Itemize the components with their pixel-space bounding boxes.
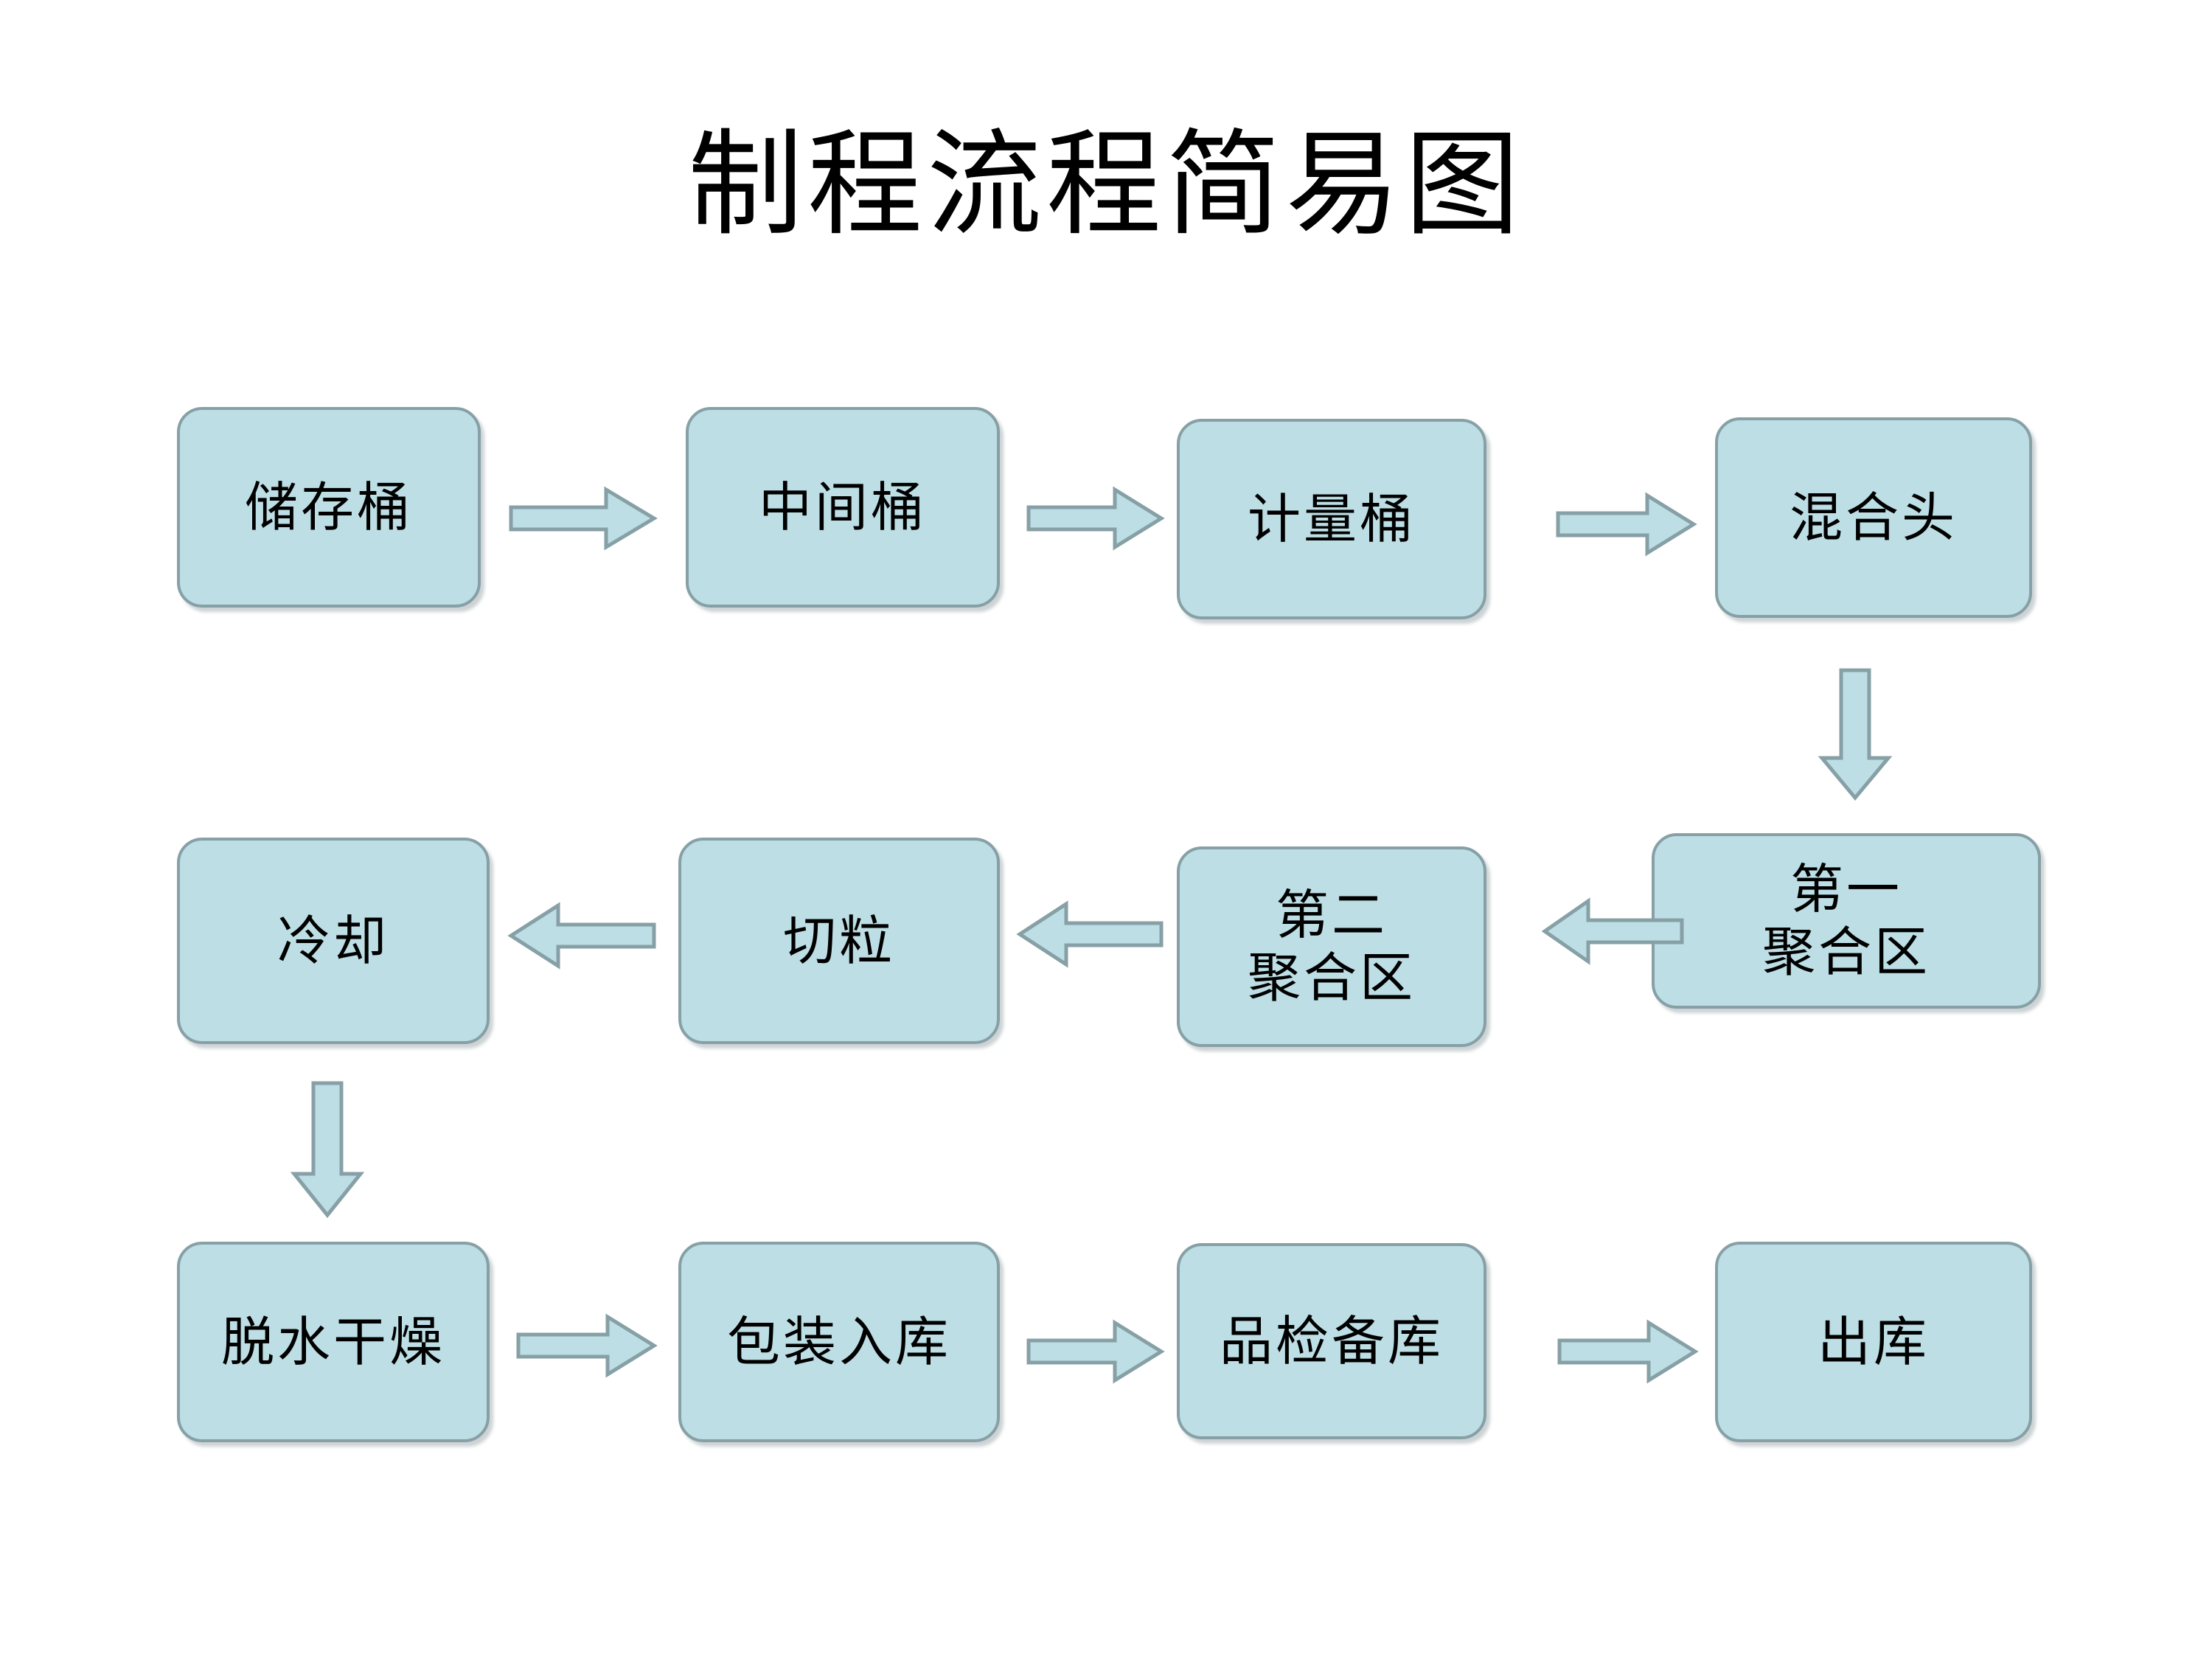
arrow-right-n3-n4 — [1556, 492, 1697, 557]
node-label: 出库 — [1817, 1310, 1930, 1373]
node-intermediate-tank[interactable]: 中间桶 — [686, 407, 1000, 608]
node-label: 第二 聚合区 — [1247, 884, 1416, 1009]
node-label: 储存桶 — [244, 476, 413, 538]
arrow-left-n7-n8 — [507, 902, 656, 970]
node-label: 冷却 — [276, 909, 389, 972]
node-label: 包装入库 — [726, 1310, 951, 1373]
node-label: 品检备库 — [1219, 1310, 1444, 1372]
node-quality-inspection-stock[interactable]: 品检备库 — [1177, 1243, 1486, 1439]
arrow-down-n4-n5 — [1818, 668, 1893, 801]
arrow-down-n8-n9 — [290, 1081, 365, 1218]
node-packaging-warehousing[interactable]: 包装入库 — [678, 1242, 1000, 1442]
node-label: 脱水干燥 — [220, 1310, 445, 1373]
node-second-polymerization-zone[interactable]: 第二 聚合区 — [1177, 846, 1486, 1047]
arrow-left-n6-n7 — [1016, 900, 1164, 968]
arrow-right-n9-n10 — [516, 1313, 658, 1378]
node-outbound[interactable]: 出库 — [1715, 1242, 2032, 1442]
node-metering-tank[interactable]: 计量桶 — [1177, 419, 1486, 619]
node-first-polymerization-zone[interactable]: 第一 聚合区 — [1652, 833, 2041, 1009]
node-label: 切粒 — [782, 909, 895, 972]
node-label: 中间桶 — [758, 476, 927, 538]
arrow-right-n2-n3 — [1026, 486, 1165, 551]
node-label: 计量桶 — [1247, 487, 1416, 550]
node-storage-tank[interactable]: 储存桶 — [177, 407, 481, 608]
node-pelletizing[interactable]: 切粒 — [678, 838, 1000, 1044]
page-title: 制程流程简易图 — [688, 117, 1524, 251]
node-mixing-head[interactable]: 混合头 — [1715, 417, 2032, 618]
node-label: 第一 聚合区 — [1761, 858, 1930, 983]
arrow-right-n1-n2 — [509, 486, 658, 551]
arrow-right-n10-n11 — [1026, 1319, 1165, 1384]
node-cooling[interactable]: 冷却 — [177, 838, 490, 1044]
arrow-right-n11-n12 — [1557, 1319, 1699, 1384]
node-dehydration-drying[interactable]: 脱水干燥 — [177, 1242, 490, 1442]
node-label: 混合头 — [1789, 486, 1958, 549]
arrow-left-n5-n6 — [1541, 897, 1684, 965]
